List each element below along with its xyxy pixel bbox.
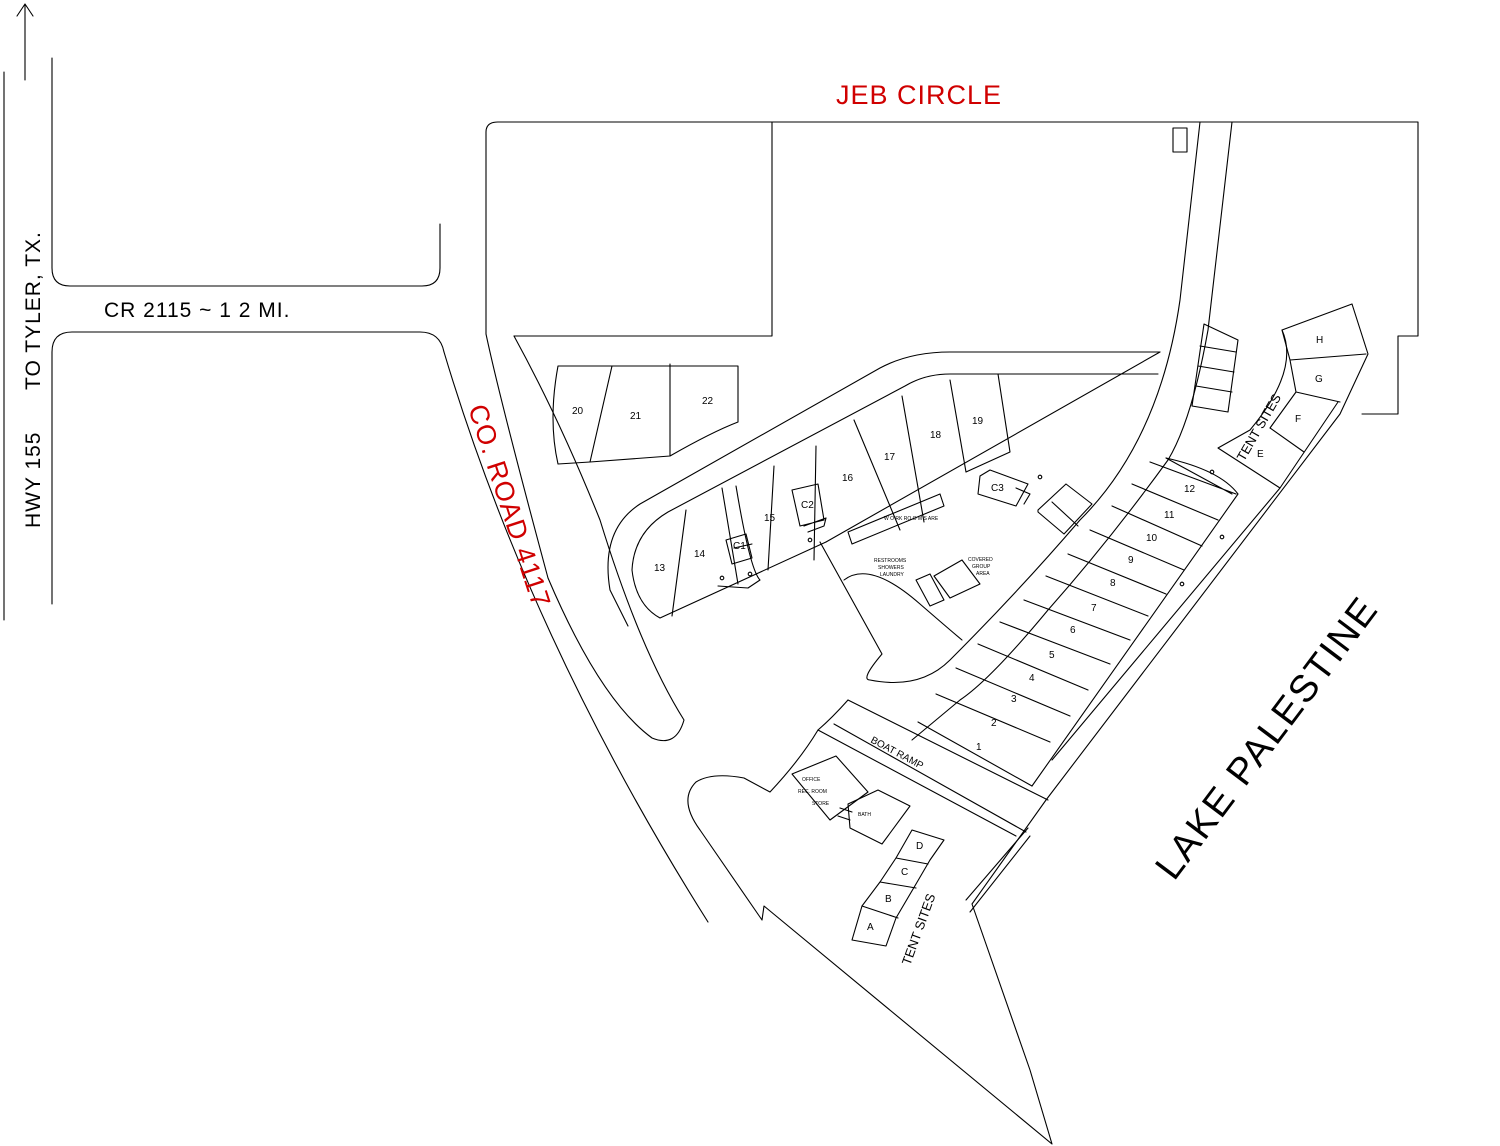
parking-strip bbox=[1172, 127, 1239, 413]
hookup-markers bbox=[719, 469, 1225, 587]
tent-sites-lower bbox=[851, 829, 945, 947]
hwy-155-label: HWY 155 bbox=[22, 432, 45, 529]
area-label: AREA bbox=[976, 571, 990, 577]
site-14: 14 bbox=[694, 549, 706, 560]
co-road-4117 bbox=[443, 121, 1419, 923]
site-13: 13 bbox=[654, 563, 666, 574]
office-label: OFFICE bbox=[802, 777, 821, 783]
site-3: 3 bbox=[1011, 694, 1017, 705]
site-2: 2 bbox=[991, 718, 997, 729]
site-15: 15 bbox=[764, 513, 776, 524]
site-20: 20 bbox=[572, 406, 584, 417]
site-4: 4 bbox=[1029, 673, 1035, 684]
site-10: 10 bbox=[1146, 533, 1158, 544]
tent-site-a: A bbox=[867, 922, 874, 933]
site-9: 9 bbox=[1128, 555, 1134, 566]
jeb-circle-label: JEB CIRCLE bbox=[836, 80, 1002, 110]
sites-lakeside bbox=[917, 457, 1239, 787]
boat-ramp-area bbox=[687, 699, 1053, 1145]
tent-site-d: D bbox=[916, 841, 923, 852]
bath-label: BATH bbox=[858, 812, 871, 818]
tent-site-h: H bbox=[1316, 335, 1323, 346]
cabin-structures bbox=[725, 469, 1031, 565]
tent-sites-upper bbox=[1269, 329, 1367, 453]
laundry-label: LAUNDRY bbox=[880, 572, 904, 578]
tent-site-c: C bbox=[901, 867, 908, 878]
cabin-c2: C2 bbox=[801, 500, 814, 511]
site-19: 19 bbox=[972, 416, 984, 427]
site-6: 6 bbox=[1070, 625, 1076, 636]
site-18: 18 bbox=[930, 430, 942, 441]
site-21: 21 bbox=[630, 411, 642, 422]
site-1: 1 bbox=[976, 742, 982, 753]
tent-site-b: B bbox=[885, 894, 892, 905]
cabin-c3: C3 bbox=[991, 483, 1004, 494]
group-label: GROUP bbox=[972, 564, 991, 570]
tent-site-f: F bbox=[1295, 414, 1301, 425]
store-label: STORE bbox=[812, 801, 830, 807]
site-17: 17 bbox=[884, 452, 896, 463]
sites-20-22 bbox=[552, 363, 739, 465]
north-arrow-icon bbox=[16, 3, 34, 81]
lake-shoreline bbox=[1045, 303, 1369, 801]
camp-roads bbox=[607, 121, 1233, 741]
boat-ramp-label: BOAT RAMP bbox=[869, 735, 926, 772]
to-tyler-label: TO TYLER, TX. bbox=[22, 231, 45, 390]
rec-room-label: REC. ROOM bbox=[798, 789, 827, 795]
site-22: 22 bbox=[702, 396, 714, 407]
site-11: 11 bbox=[1164, 510, 1175, 521]
tent-site-e: E bbox=[1257, 449, 1264, 460]
restrooms-label: RESTROOMS bbox=[874, 558, 907, 564]
pavilion-label: W O RK RO O M S ARE bbox=[884, 516, 939, 522]
cabin-c1: C1 bbox=[733, 541, 746, 552]
central-buildings bbox=[843, 483, 1093, 641]
cr-2115-label: CR 2115 ~ 1 2 MI. bbox=[104, 299, 290, 322]
site-12: 12 bbox=[1184, 484, 1196, 495]
office-buildings bbox=[791, 755, 911, 845]
lake-palestine-label: LAKE PALESTINE bbox=[1148, 589, 1387, 887]
showers-label: SHOWERS bbox=[878, 565, 905, 571]
site-8: 8 bbox=[1110, 578, 1116, 589]
covered-label: COVERED bbox=[968, 557, 993, 563]
sites-inner-loop bbox=[671, 373, 1011, 617]
site-16: 16 bbox=[842, 473, 854, 484]
site-5: 5 bbox=[1049, 650, 1055, 661]
site-7: 7 bbox=[1091, 603, 1097, 614]
hwy-155-road bbox=[3, 57, 445, 621]
tent-site-g: G bbox=[1315, 374, 1323, 385]
